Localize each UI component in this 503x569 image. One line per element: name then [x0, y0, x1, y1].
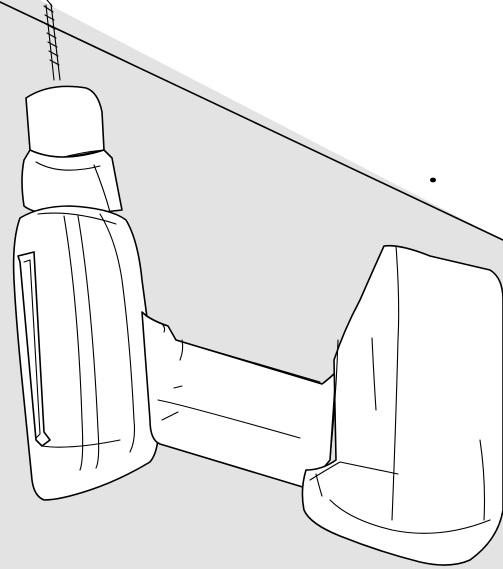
drill-hole-mark-icon: [430, 177, 436, 183]
drill-handle: [141, 311, 337, 489]
drill-motor-housing: [12, 205, 160, 501]
wall-surface: [0, 0, 503, 245]
wall-edge-line: [0, 1, 503, 241]
drill-battery-pack: [301, 244, 503, 566]
drill-bit: [43, 0, 61, 81]
